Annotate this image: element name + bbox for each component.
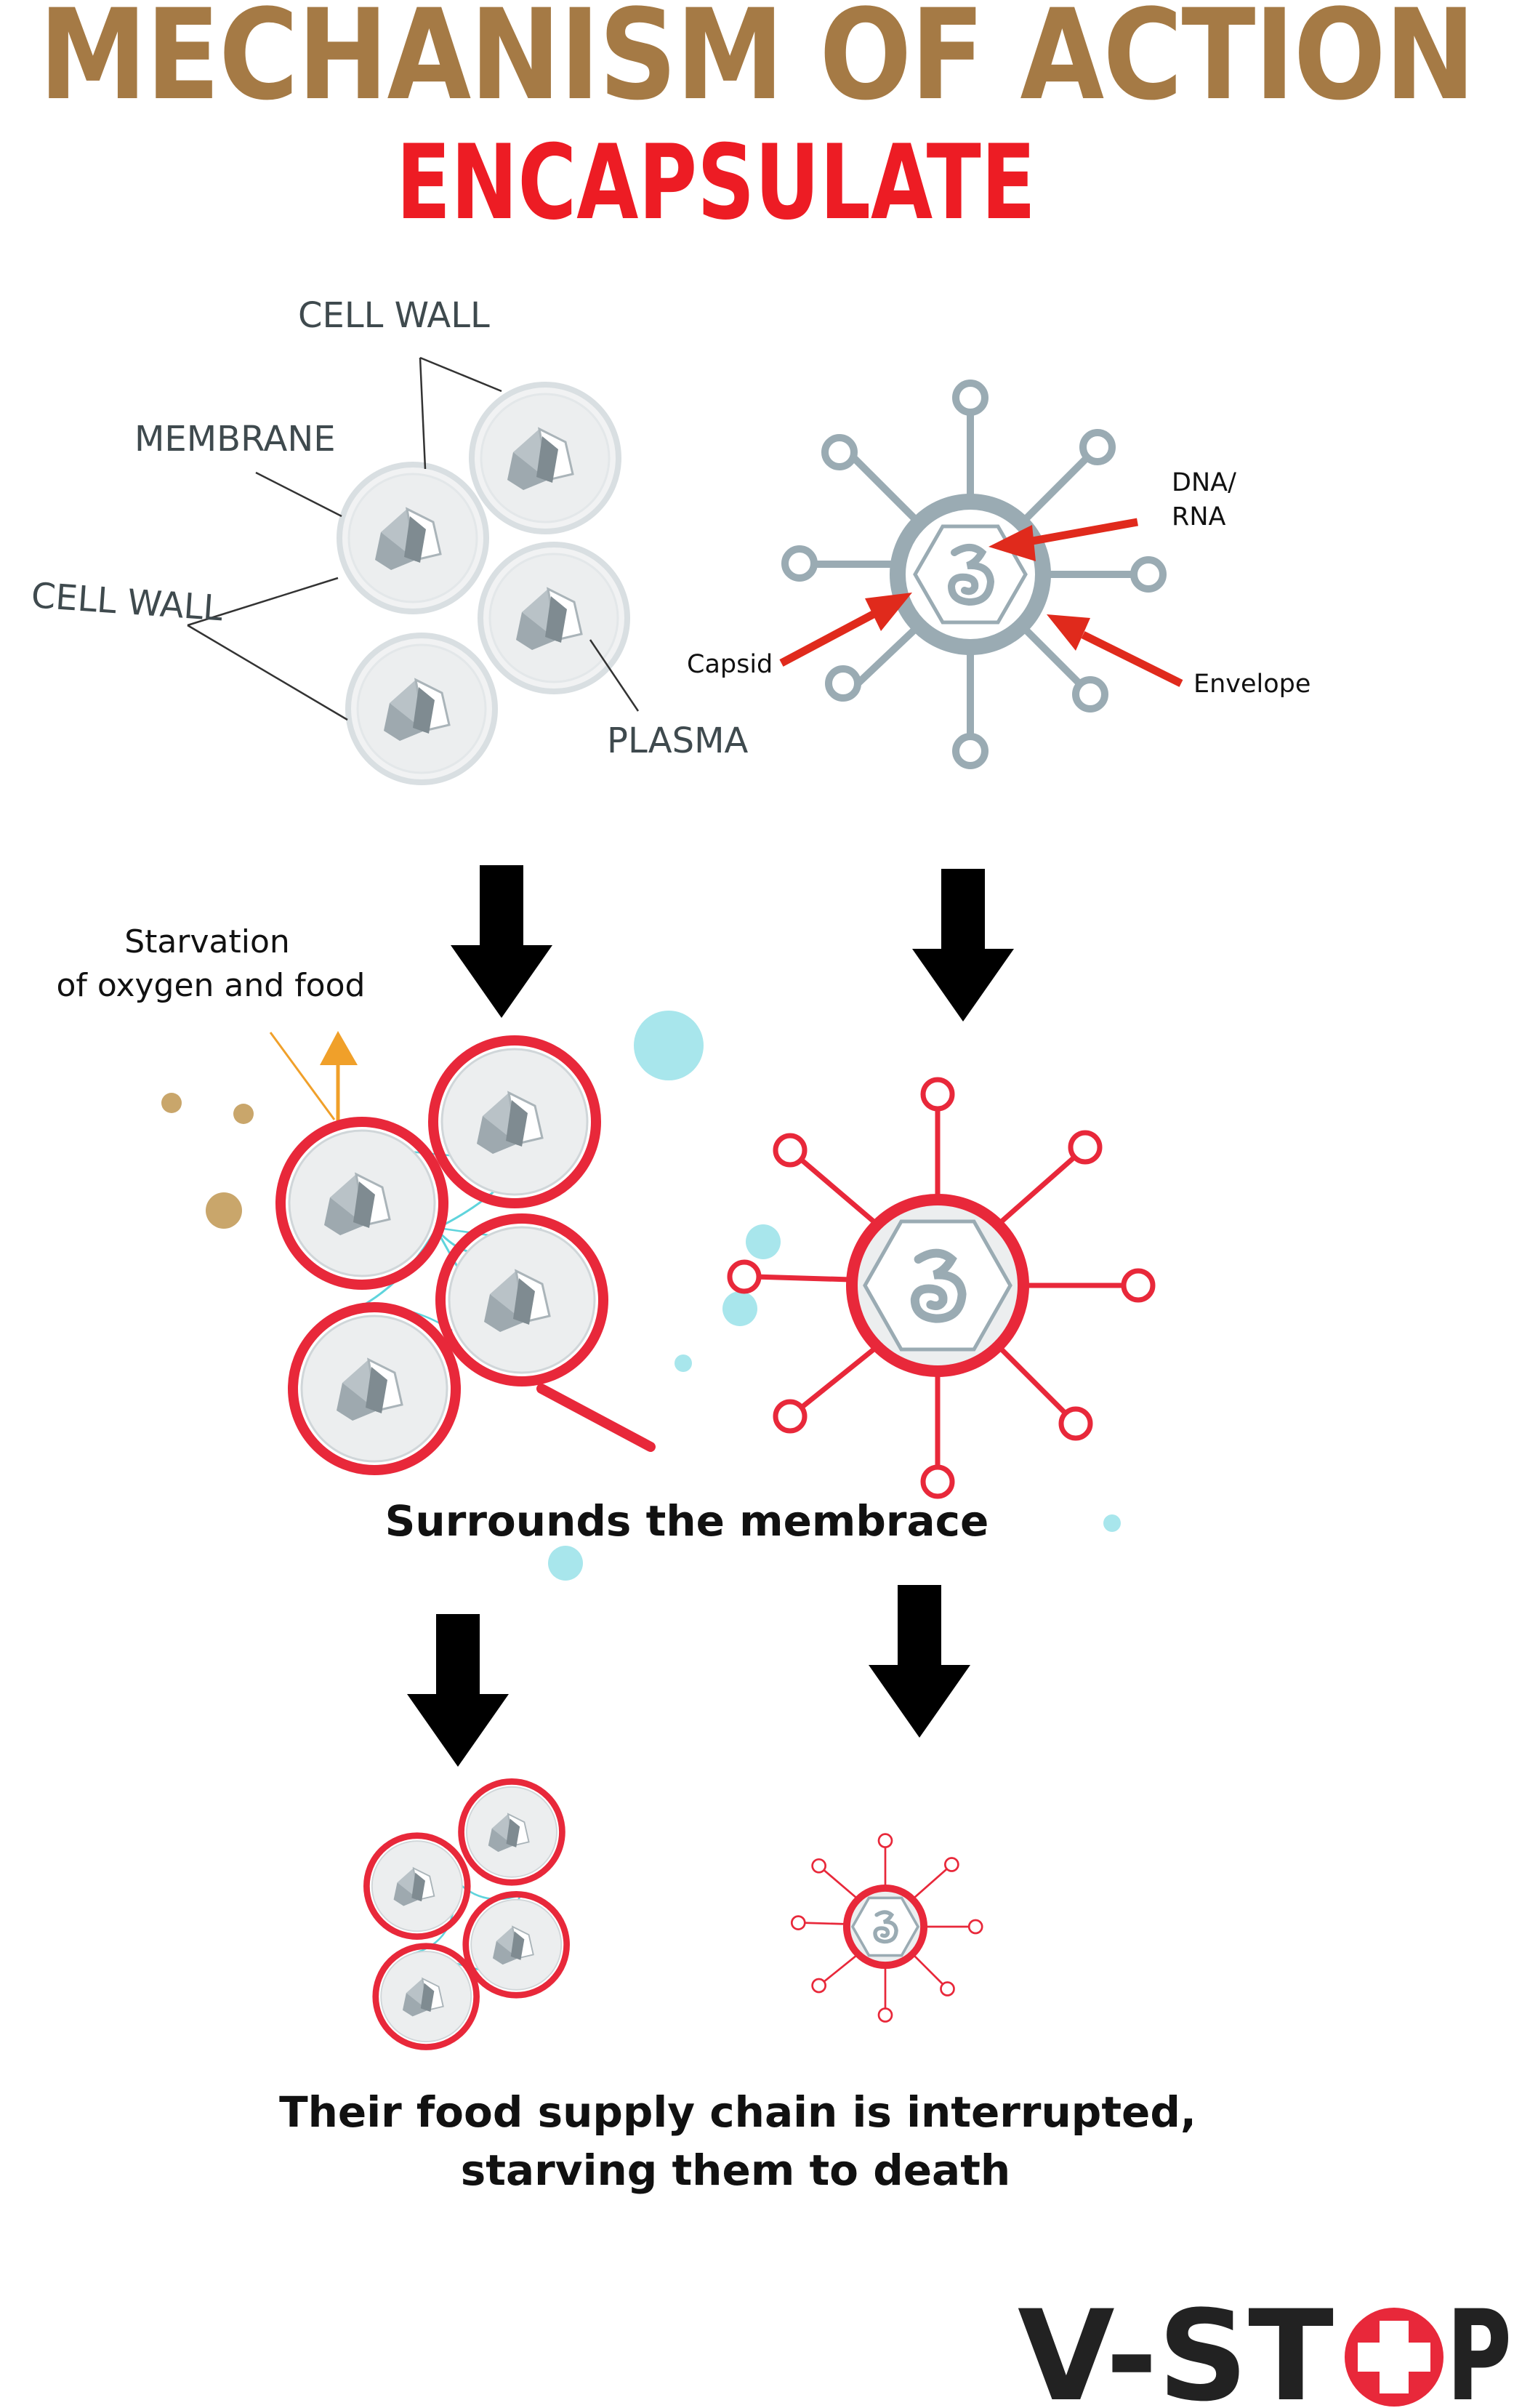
label-dna: DNA/ <box>1172 468 1236 497</box>
page-title: MECHANISM OF ACTION <box>39 0 1475 128</box>
label-rna: RNA <box>1172 502 1226 531</box>
label-membrane: MEMBRANE <box>134 419 336 459</box>
decorative-particles <box>161 1011 1121 1581</box>
label-cell-wall-top: CELL WALL <box>298 295 490 336</box>
arrow-down-cells-1 <box>451 865 552 1018</box>
virus-pointer-arrows <box>779 518 1183 687</box>
virus-starved <box>790 1833 983 2023</box>
cell-cluster-initial <box>339 385 627 782</box>
caption-final-line1: Their food supply chain is interrupted, <box>279 2087 1196 2137</box>
brand-logo: V-ST P <box>1018 2283 1512 2408</box>
starvation-indicator <box>269 1031 358 1125</box>
starvation-note-line1: Starvation <box>124 923 290 960</box>
encapsulated-cell-top-right <box>433 1040 596 1203</box>
cell-cluster-encapsulated <box>281 1040 656 1470</box>
page-subtitle: ENCAPSULATE <box>396 123 1036 243</box>
cell-top-left <box>339 465 486 611</box>
label-plasma: PLASMA <box>607 721 749 761</box>
starvation-note-line2: of oxygen and food <box>57 967 366 1004</box>
caption-final-line2: starving them to death <box>461 2146 1010 2195</box>
cell-bottom-right <box>480 545 627 691</box>
encapsulated-cell-top-left <box>281 1122 443 1285</box>
cell-bottom-left <box>348 635 495 782</box>
virus-initial <box>781 380 1167 769</box>
label-capsid: Capsid <box>687 650 773 679</box>
cell-top-right <box>472 385 619 531</box>
caption-surrounds: Surrounds the membrace <box>385 1496 989 1546</box>
encapsulated-cell-bottom-left <box>293 1307 456 1470</box>
label-cell-wall-left: CELL WALL <box>30 575 224 629</box>
arrow-down-cells-2 <box>407 1614 509 1767</box>
brand-name-prefix: V-ST <box>1018 2283 1334 2408</box>
brand-name-suffix: P <box>1446 2283 1512 2408</box>
cell-label-leaders <box>187 356 640 721</box>
orange-up-arrow-icon <box>320 1031 358 1065</box>
virus-encapsulated <box>727 1077 1156 1499</box>
arrow-down-virus-1 <box>912 869 1014 1022</box>
encapsulated-cell-bottom-right <box>440 1219 603 1381</box>
cell-cluster-starved <box>366 1781 566 2047</box>
label-envelope: Envelope <box>1193 670 1310 699</box>
arrow-down-virus-2 <box>869 1585 970 1738</box>
